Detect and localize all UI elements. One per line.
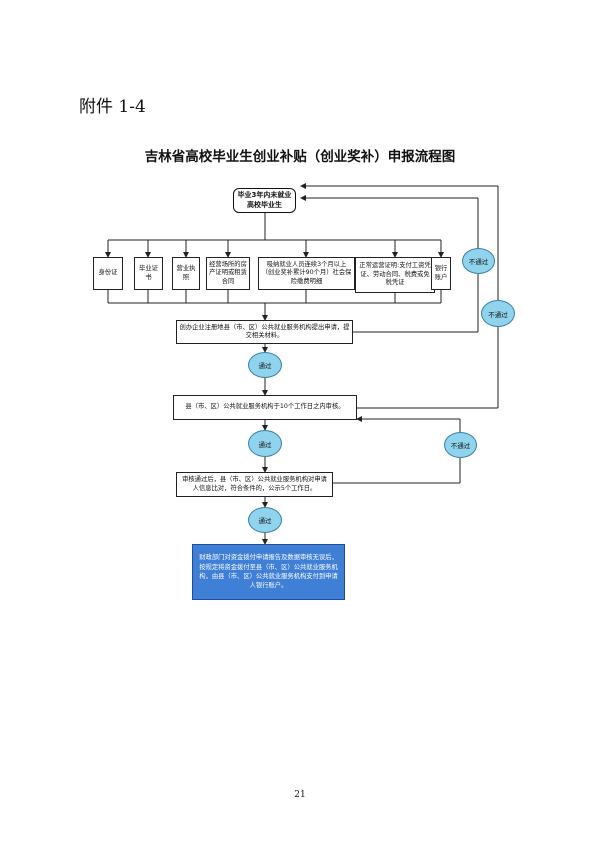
step-review: 县（市、区）公共就业服务机构于10个工作日之内审核。 [173,395,357,420]
decision-fail-1: 不通过 [462,248,495,274]
decision-pass-2: 通过 [248,430,282,457]
doc-premises-proof: 经营场所的房产证明或租赁合同 [206,257,250,290]
decision-pass-3: 通过 [248,507,282,533]
doc-bank-account: 银行账户 [431,257,451,290]
start-node: 毕业3年内未就业高校毕业生 [233,188,296,213]
doc-id-card: 身份证 [93,257,123,290]
doc-operation-proof: 正常运营证明:支付工资凭证、劳动合同、税费或免税凭证 [355,257,435,293]
doc-business-license: 营业执照 [172,257,200,290]
doc-diploma: 毕业证书 [134,257,163,290]
flowchart-title: 吉林省高校毕业生创业补贴（创业奖补）申报流程图 [144,149,456,165]
page-number: 21 [294,790,306,800]
decision-fail-2: 不通过 [481,300,515,327]
step-publicize: 审核通过后，县（市、区）公共就业服务机构对申请人信息比对，符合条件的，公示5个工… [176,472,333,497]
final-payment-step: 财政部门对资金拨付申请报告及数据审核无误后，按规定将资金拨付至县（市、区）公共就… [192,544,345,600]
decision-fail-3: 不通过 [444,432,477,458]
decision-pass-1: 通过 [248,352,282,378]
step-apply: 创办企业注册地县（市、区）公共就业服务机构提出申请，提交相关材料。 [176,320,353,344]
attachment-label: 附件 1-4 [79,97,146,117]
doc-social-insurance: 吸纳就业人员连续3个月以上（创业奖补累计90个月）社会保险缴费明细 [258,257,355,290]
